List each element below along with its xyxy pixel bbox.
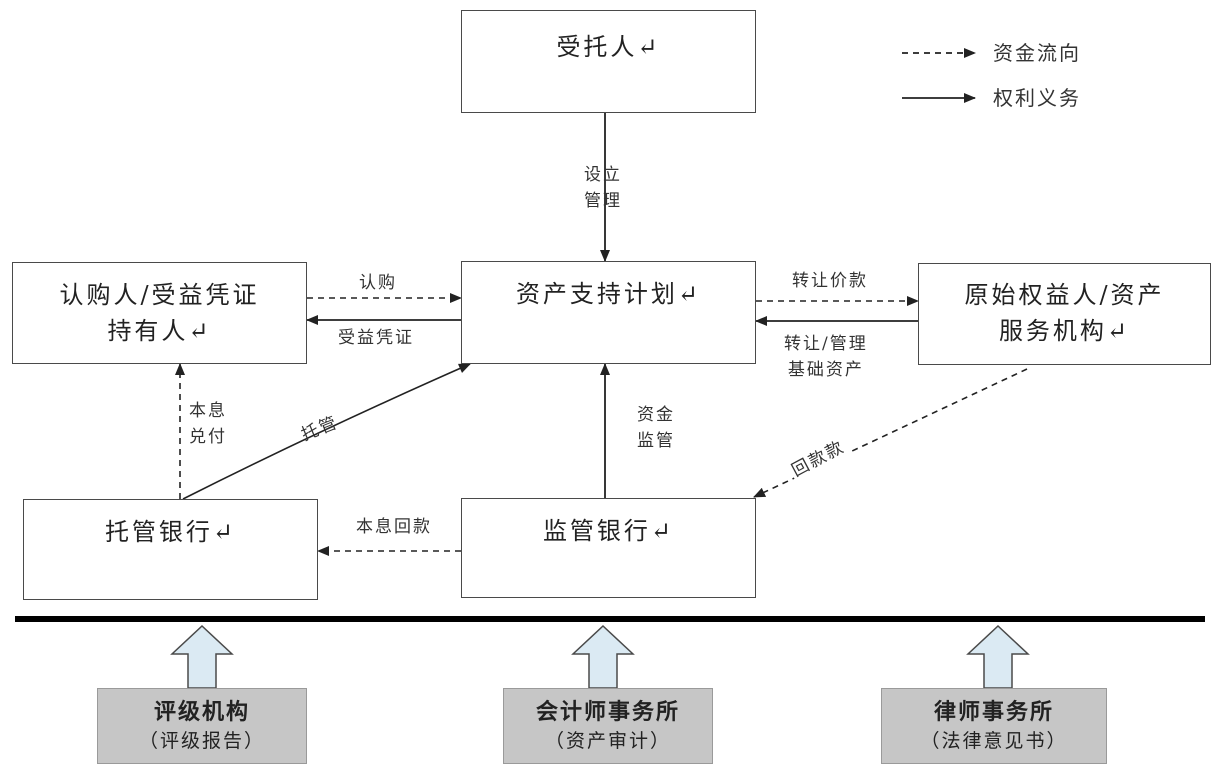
node-asset-backed-plan: 资产支持计划↵ <box>461 261 756 364</box>
up-arrow-icon <box>170 624 234 689</box>
up-arrow-icon <box>571 624 635 689</box>
node-originator: 原始权益人/资产 服务机构↵ <box>918 263 1211 365</box>
agency-rating: 评级机构 （评级报告） <box>97 688 307 764</box>
edge-label-transfer-manage: 转让/管理 基础资产 <box>784 331 868 383</box>
node-supervisor-label: 监管银行↵ <box>542 517 675 545</box>
node-trustee-label: 受托人↵ <box>556 33 661 61</box>
edge-label-fund-supervise: 资金 监管 <box>637 402 675 454</box>
edge-label-establish-2: 管理 <box>584 191 622 211</box>
up-arrow-icon <box>966 624 1030 689</box>
agency-law-firm: 律师事务所 （法律意见书） <box>881 688 1107 764</box>
edge-label-establish: 设立 管理 <box>584 162 622 214</box>
edge-label-pay-1: 本息 <box>189 401 227 421</box>
node-supervisor-bank: 监管银行↵ <box>461 498 756 598</box>
edge-label-principal-interest-pay: 本息 兑付 <box>189 398 227 450</box>
edge-custody <box>182 363 471 500</box>
edge-label-subscribe: 认购 <box>359 273 397 293</box>
node-custodian-label: 托管银行↵ <box>104 518 237 546</box>
edge-label-pay-2: 兑付 <box>189 427 227 447</box>
edge-label-fund-supervise-1: 资金 <box>637 405 675 425</box>
edge-label-transfer-manage-1: 转让/管理 <box>784 334 868 354</box>
agency-accounting-sub: （资产审计） <box>544 730 671 752</box>
edge-label-fund-supervise-2: 监管 <box>637 431 675 451</box>
agency-accounting-name: 会计师事务所 <box>535 699 680 725</box>
node-trustee: 受托人↵ <box>461 10 756 113</box>
agency-rating-sub: （评级报告） <box>138 730 265 752</box>
edge-label-transfer-price: 转让价款 <box>792 271 868 291</box>
agency-law-firm-sub: （法律意见书） <box>920 730 1068 752</box>
agency-rating-name: 评级机构 <box>153 699 250 725</box>
edge-label-establish-1: 设立 <box>584 165 622 185</box>
node-plan-label: 资产支持计划↵ <box>515 280 702 308</box>
agency-accounting: 会计师事务所 （资产审计） <box>503 688 713 764</box>
node-subscriber-label-2: 持有人↵ <box>107 317 212 345</box>
agency-law-firm-name: 律师事务所 <box>933 699 1054 725</box>
node-subscriber-label-1: 认购人/受益凭证 <box>59 281 260 309</box>
edge-label-beneficial-cert: 受益凭证 <box>338 328 414 348</box>
edge-label-principal-interest-return: 本息回款 <box>356 517 432 537</box>
node-originator-label-1: 原始权益人/资产 <box>964 281 1165 309</box>
legend-rights-duties-label: 权利义务 <box>993 86 1081 110</box>
node-originator-label-2: 服务机构↵ <box>998 317 1131 345</box>
legend-fund-flow-label: 资金流向 <box>993 41 1081 65</box>
node-subscriber: 认购人/受益凭证 持有人↵ <box>12 262 307 364</box>
node-custodian-bank: 托管银行↵ <box>23 499 318 600</box>
edge-label-transfer-manage-2: 基础资产 <box>787 360 864 380</box>
